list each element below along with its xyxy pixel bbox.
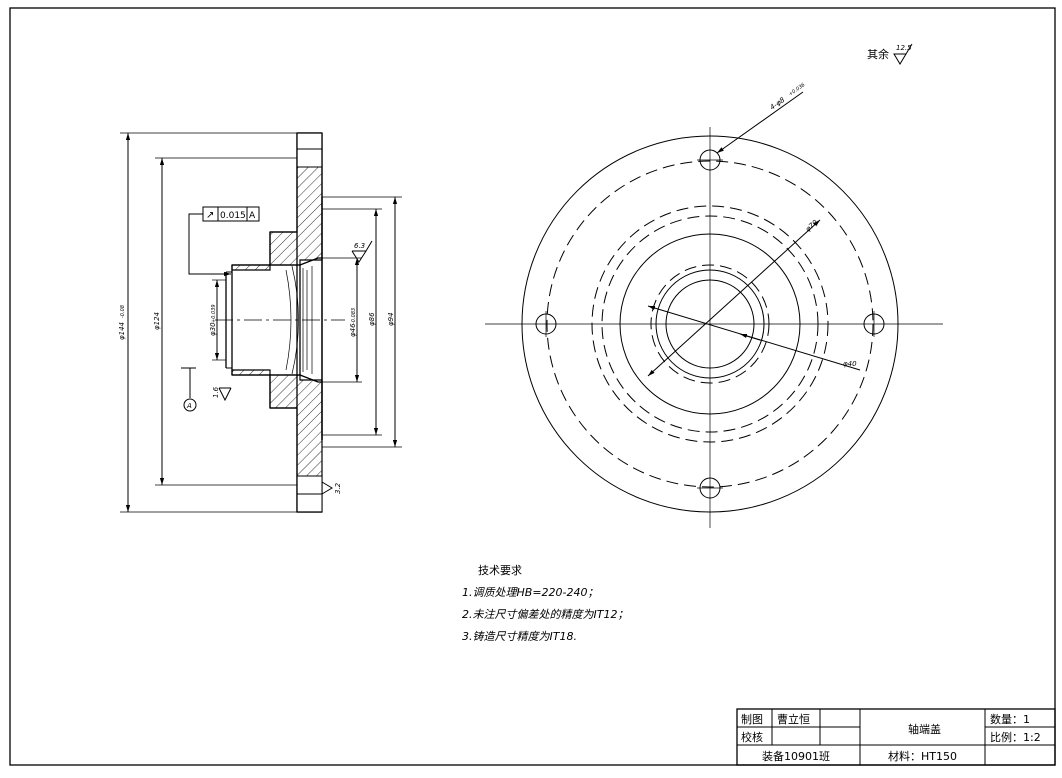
hole-callout-tol: +0.036 <box>788 82 807 98</box>
dim-d144-tol: -0.08 <box>120 305 126 318</box>
hole-callout: 4-φ8 <box>769 96 787 112</box>
drawn-label: 制图 <box>741 713 763 726</box>
dim-d86: φ86 <box>368 312 376 326</box>
roughness-6-3: 6.3 <box>354 242 365 250</box>
tolerance-datum: A <box>249 211 256 221</box>
quantity-label: 数量：1 <box>990 713 1030 726</box>
tech-note-2: 2.未注尺寸偏差处的精度为IT12； <box>462 608 628 621</box>
scale-label: 比例：1:2 <box>990 730 1041 744</box>
dim-front-d70: φ70 <box>804 218 820 233</box>
tech-notes-title: 技术要求 <box>478 564 522 577</box>
part-name: 轴端盖 <box>908 722 941 736</box>
runout-symbol: ↗ <box>206 210 214 221</box>
surface-finish-value: 12.5 <box>896 44 912 52</box>
tech-note-3: 3.铸造尺寸精度为IT18. <box>462 630 577 643</box>
technical-notes: 技术要求 1.调质处理HB=220-240； 2.未注尺寸偏差处的精度为IT12… <box>462 564 628 643</box>
dim-d94: φ94 <box>387 312 395 326</box>
drawn-name: 曹立恒 <box>777 712 810 726</box>
border-frame <box>9 7 1056 766</box>
dim-d144: φ144 <box>118 322 126 340</box>
tolerance-value: 0.015 <box>220 211 246 221</box>
dim-d46: φ46 <box>349 323 357 337</box>
roughness-1-6: 1.6 <box>212 386 220 398</box>
dim-d46-tol: -0.083 <box>351 308 357 324</box>
material-label: 材料：HT150 <box>888 749 957 763</box>
dim-d124: φ124 <box>153 312 161 330</box>
class-label: 装备10901班 <box>762 749 830 763</box>
surface-finish-prefix: 其余 <box>867 47 889 61</box>
surface-finish-note: 其余 12.5 <box>867 43 913 65</box>
front-view: 4-φ8 +0.036 φ70 φ40 <box>485 82 943 528</box>
section-view: φ144 -0.08 φ124 φ30 +0.039 φ46 -0.083 φ8… <box>118 132 402 513</box>
title-block: 制图 曹立恒 校核 装备10901班 轴端盖 材料：HT150 数量：1 比例：… <box>736 708 1056 766</box>
roughness-3-2: 3.2 <box>334 482 342 494</box>
check-label: 校核 <box>741 730 763 744</box>
datum-a-label: A <box>186 402 192 410</box>
dim-front-d40: φ40 <box>843 360 857 368</box>
dim-d30: φ30 <box>209 322 217 336</box>
tech-note-1: 1.调质处理HB=220-240； <box>462 586 599 599</box>
dim-d30-tol: +0.039 <box>211 304 217 323</box>
